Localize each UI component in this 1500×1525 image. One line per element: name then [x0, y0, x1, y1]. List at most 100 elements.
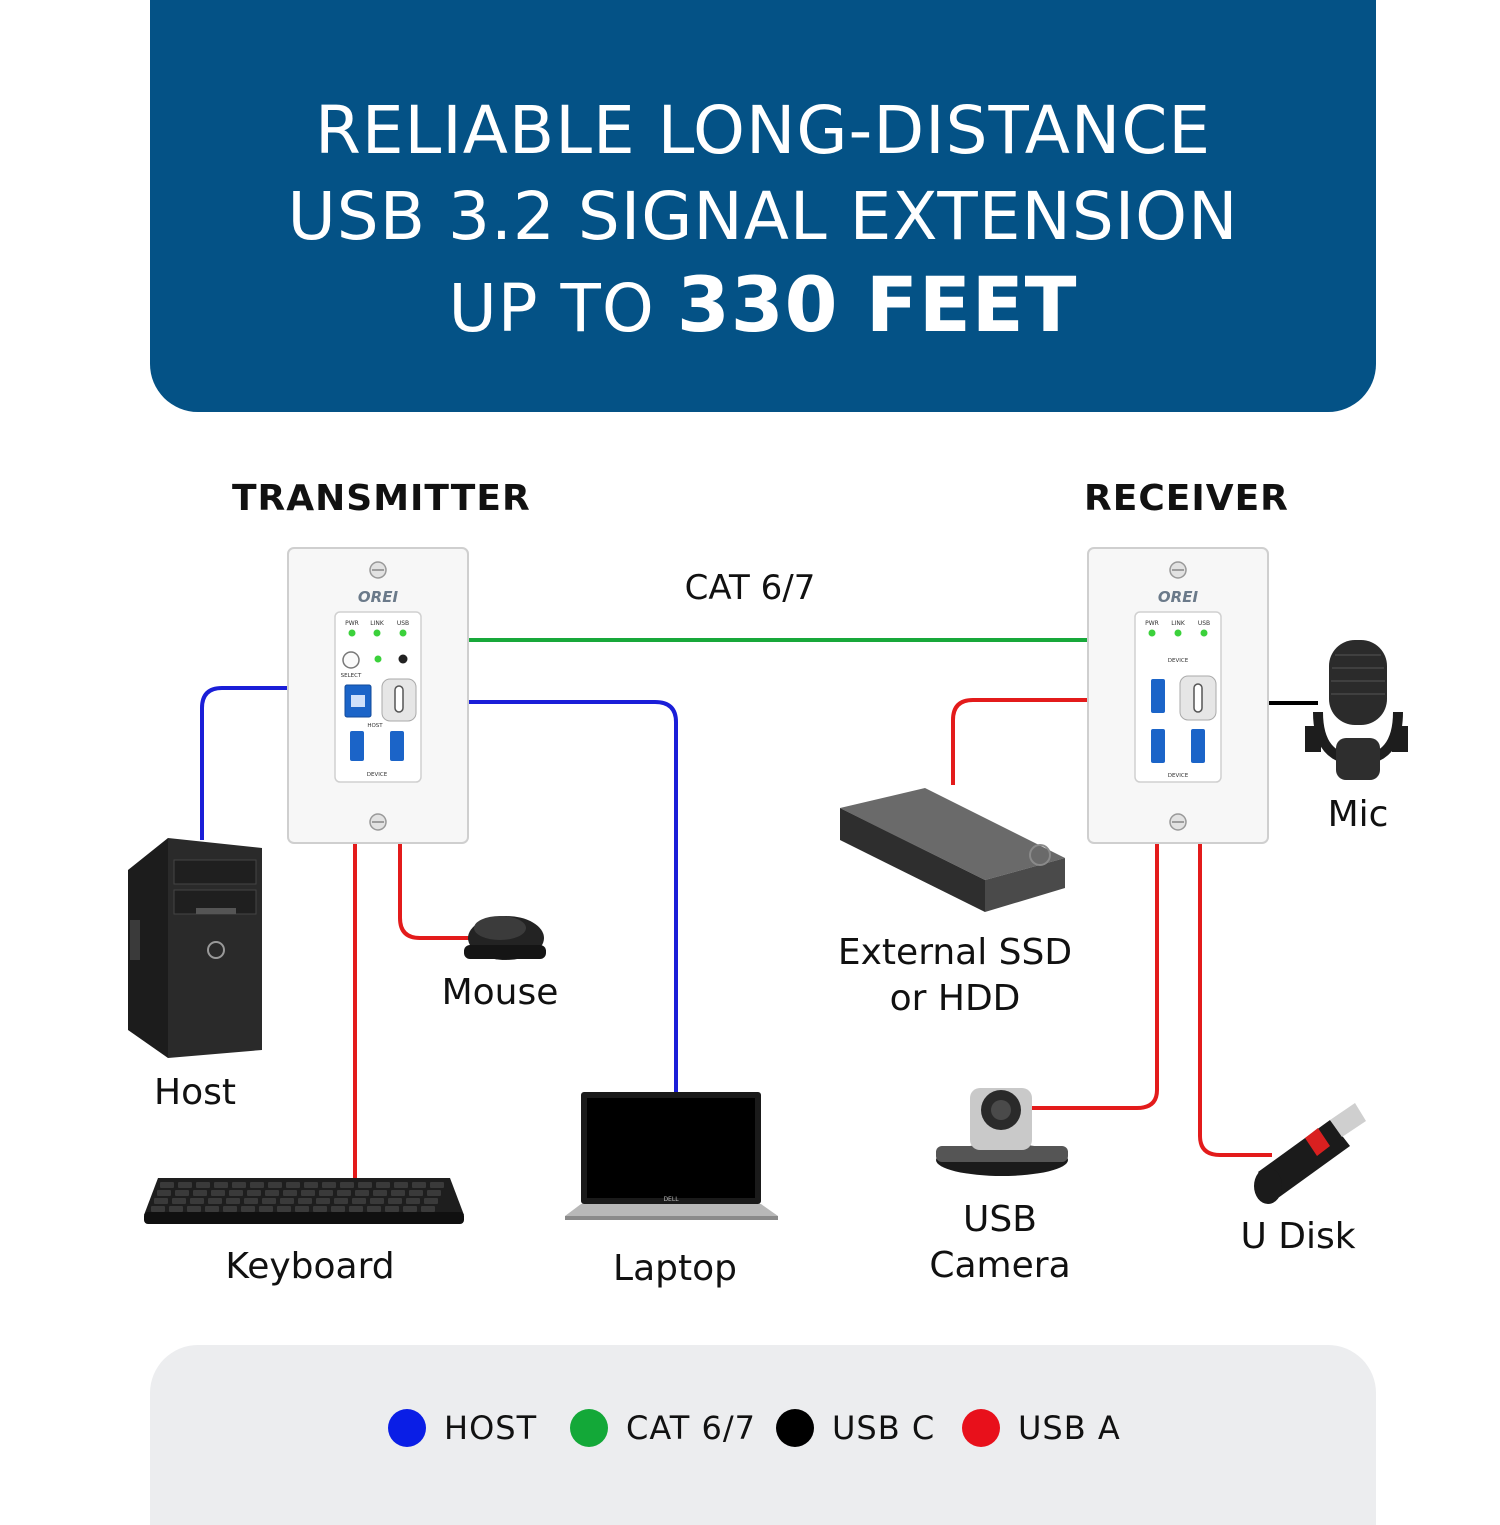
transmitter-brand-logo: OREI — [358, 588, 399, 606]
ssd-label-line-1: External SSD — [837, 932, 1073, 973]
keyboard-key — [241, 1206, 255, 1212]
keyboard-key — [373, 1190, 387, 1196]
svg-text:DEVICE: DEVICE — [1168, 773, 1189, 779]
transmitter-title: TRANSMITTER — [232, 478, 531, 519]
legend-dot-usba — [962, 1409, 1000, 1447]
legend-item-usbc: USB C — [776, 1408, 935, 1448]
keyboard-key — [376, 1182, 390, 1188]
keyboard-key — [295, 1206, 309, 1212]
mouse-label: Mouse — [441, 972, 559, 1013]
legend-dot-usbc — [776, 1409, 814, 1447]
udisk-image — [1254, 1103, 1366, 1204]
laptop-brand: DELL — [663, 1196, 679, 1203]
keyboard-key — [331, 1206, 345, 1212]
keyboard-key — [193, 1190, 207, 1196]
keyboard-key — [232, 1182, 246, 1188]
legend-label-usba: USB A — [1018, 1409, 1121, 1447]
laptop-wire — [468, 700, 678, 1092]
svg-text:DEVICE: DEVICE — [367, 772, 388, 778]
keyboard-key — [172, 1198, 186, 1204]
keyboard-image — [144, 1178, 464, 1224]
legend-label-cat: CAT 6/7 — [626, 1409, 756, 1447]
keyboard-key — [394, 1182, 408, 1188]
mouse-image — [464, 916, 546, 960]
keyboard-key — [250, 1182, 264, 1188]
camera-label-line-1: USB — [963, 1199, 1037, 1240]
keyboard-key — [169, 1206, 183, 1212]
external-drive-image — [840, 788, 1065, 912]
transmitter-plate: OREI PWR LINK USB SELECT HOST DEVICE — [287, 547, 469, 844]
keyboard-key — [385, 1206, 399, 1212]
keyboard-key — [262, 1198, 276, 1204]
keyboard-key — [349, 1206, 363, 1212]
headline-line-3: UP TO 330 FEET — [150, 262, 1376, 352]
keyboard-key — [244, 1198, 258, 1204]
mouse-wire — [398, 843, 470, 940]
keyboard-key — [151, 1206, 165, 1212]
keyboard-key — [430, 1182, 444, 1188]
keyboard-key — [403, 1206, 417, 1212]
keyboard-key — [388, 1198, 402, 1204]
keyboard-key — [187, 1206, 201, 1212]
keyboard-key — [298, 1198, 312, 1204]
keyboard-key — [208, 1198, 222, 1204]
keyboard-key — [277, 1206, 291, 1212]
keyboard-key — [280, 1198, 294, 1204]
keyboard-key — [427, 1190, 441, 1196]
udisk-label: U Disk — [1240, 1216, 1356, 1257]
host-label: Host — [154, 1072, 236, 1113]
keyboard-key — [175, 1190, 189, 1196]
legend-label-usbc: USB C — [832, 1409, 936, 1447]
keyboard-label: Keyboard — [225, 1246, 395, 1287]
keyboard-key — [316, 1198, 330, 1204]
keyboard-key — [352, 1198, 366, 1204]
camera-wire — [1032, 843, 1159, 1110]
keyboard-key — [226, 1198, 240, 1204]
mic-image — [1305, 640, 1408, 780]
headline-line-1: RELIABLE LONG-DISTANCE — [314, 92, 1212, 169]
svg-text:USB: USB — [397, 620, 409, 627]
svg-text:PWR: PWR — [345, 620, 359, 627]
keyboard-key — [370, 1198, 384, 1204]
keyboard-key — [178, 1182, 192, 1188]
keyboard-key — [190, 1198, 204, 1204]
headline-line-2: USB 3.2 SIGNAL EXTENSION — [287, 178, 1239, 255]
legend-item-usba: USB A — [962, 1408, 1121, 1448]
keyboard-key — [154, 1198, 168, 1204]
host-wire — [200, 686, 288, 840]
legend-item-host: HOST — [388, 1408, 537, 1448]
keyboard-key — [304, 1182, 318, 1188]
ssd-wire — [951, 698, 1088, 785]
ssd-label: External SSD or HDD — [810, 930, 1100, 1022]
camera-label: USB Camera — [900, 1197, 1100, 1289]
keyboard-key — [322, 1182, 336, 1188]
laptop-label: Laptop — [613, 1248, 737, 1289]
legend-label-host: HOST — [444, 1409, 538, 1447]
keyboard-key — [259, 1206, 273, 1212]
keyboard-key — [391, 1190, 405, 1196]
keyboard-key — [247, 1190, 261, 1196]
receiver-brand-logo: OREI — [1158, 588, 1199, 606]
header-banner: RELIABLE LONG-DISTANCE USB 3.2 SIGNAL EX… — [150, 0, 1376, 412]
cat-cable-label: CAT 6/7 — [684, 568, 816, 608]
keyboard-key — [334, 1198, 348, 1204]
svg-text:PWR: PWR — [1145, 620, 1159, 627]
keyboard-key — [286, 1182, 300, 1188]
legend-item-cat: CAT 6/7 — [570, 1408, 756, 1448]
svg-text:LINK: LINK — [1171, 620, 1186, 627]
keyboard-key — [268, 1182, 282, 1188]
keyboard-key — [211, 1190, 225, 1196]
headline-distance: 330 FEET — [676, 260, 1078, 349]
legend-panel: HOST CAT 6/7 USB C USB A — [150, 1345, 1376, 1525]
keyboard-key — [229, 1190, 243, 1196]
laptop-image: DELL — [565, 1092, 778, 1220]
keyboard-key — [358, 1182, 372, 1188]
keyboard-key — [337, 1190, 351, 1196]
ssd-label-line-2: or HDD — [889, 978, 1021, 1019]
keyboard-key — [412, 1182, 426, 1188]
camera-image — [936, 1088, 1068, 1176]
host-pc-image — [128, 838, 262, 1058]
keyboard-key — [424, 1198, 438, 1204]
legend-dot-cat — [570, 1409, 608, 1447]
